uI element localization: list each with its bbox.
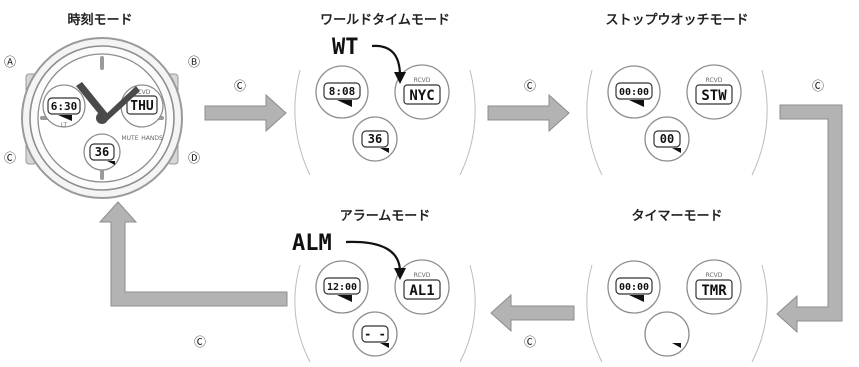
callout-alm-arrowhead-icon: [394, 268, 406, 280]
lcd-day: THU: [130, 99, 154, 114]
watch-timer: 00:00 RCVD TMR: [586, 259, 768, 363]
lcd-time-frame: [615, 82, 653, 100]
flow-label-3: Ⓒ: [812, 79, 824, 93]
case-right-arc: [459, 69, 476, 176]
button-c-label: Ⓒ: [4, 151, 16, 165]
flow-arrow-2: [487, 93, 570, 133]
lcd-seconds-frame: [361, 130, 389, 148]
watch-hands: [76, 82, 140, 124]
hour-hand-icon: [76, 82, 108, 118]
title-world-time: ワールドタイムモード: [320, 13, 450, 28]
case-right-arc: [459, 264, 476, 363]
mute-label: MUTE: [121, 135, 138, 142]
case-left-arc: [586, 264, 603, 363]
title-timekeeping: 時刻モード: [67, 12, 132, 28]
lcd-seconds: 00: [660, 132, 674, 146]
minute-hand-icon: [102, 86, 140, 122]
title-timer: タイマーモード: [631, 209, 722, 224]
lcd-city: NYC: [409, 88, 434, 104]
watch-world-time: 8:08 RCVD NYC 36: [294, 64, 476, 176]
case-left-arc: [586, 69, 603, 176]
lcd-day-frame: [126, 95, 158, 115]
lcd-mode-frame: [695, 84, 733, 105]
title-alarm: アラームモード: [340, 209, 431, 224]
flow-label-4: Ⓒ: [524, 335, 536, 349]
hand-pivot-icon: [96, 112, 108, 124]
lcd-sub-time: 00:00: [619, 87, 649, 98]
lcd-time-frame: [47, 97, 81, 115]
lcd-mode: AL1: [409, 283, 434, 299]
flow-label-2: Ⓒ: [524, 79, 536, 93]
lcd-time-frame: [323, 277, 361, 295]
lcd-sub-time: 6:30: [51, 100, 78, 113]
level-indicator-icon: [380, 148, 389, 153]
button-d-label: Ⓓ: [188, 151, 200, 165]
lt-label: LT: [61, 122, 68, 129]
lt-indicator-icon: [629, 295, 644, 302]
rcvd-label: RCVD: [134, 89, 151, 96]
lcd-seconds: - -: [364, 327, 386, 341]
flow-arrow-4: [490, 293, 575, 333]
lcd-sub-time: 12:00: [327, 282, 357, 293]
watch-alarm: 12:00 RCVD AL1 - -: [294, 259, 476, 363]
watch-timekeeping: 6:30 LT RCVD THU MUTE HANDS 36: [21, 37, 183, 199]
button-a-label: Ⓐ: [4, 55, 16, 69]
flow-arrow-5: [98, 201, 288, 307]
lt-indicator-icon: [337, 100, 352, 107]
lt-indicator-icon: [629, 100, 644, 107]
lcd-sub-time: 8:08: [329, 85, 356, 98]
lcd-seconds-frame: [89, 143, 115, 161]
callout-alm-arrow: [345, 240, 402, 273]
subdial-blank: [644, 311, 690, 357]
rcvd-label: RCVD: [706, 77, 723, 84]
level-indicator-icon: [672, 343, 681, 348]
case-left-arc: [294, 264, 311, 363]
callout-wt: WT: [332, 35, 359, 60]
callout-wt-arrow: [371, 44, 402, 77]
lcd-seconds-frame: [361, 325, 389, 343]
watch-stopwatch: 00:00 RCVD STW 00: [586, 64, 768, 176]
lcd-mode-frame: [695, 279, 733, 300]
lcd-mode: TMR: [701, 283, 727, 299]
callout-wt-arrowhead-icon: [394, 72, 406, 84]
rcvd-label: RCVD: [706, 272, 723, 279]
lcd-seconds: 36: [368, 132, 382, 146]
hands-label: HANDS: [141, 135, 163, 142]
flow-label-5: Ⓒ: [194, 335, 206, 349]
case-left-arc: [294, 69, 311, 176]
flow-arrow-1: [204, 93, 287, 133]
case-right-arc: [751, 264, 768, 363]
level-indicator-icon: [107, 161, 115, 165]
flow-label-1: Ⓒ: [234, 79, 246, 93]
level-indicator-icon: [380, 343, 389, 348]
lcd-city-frame: [403, 84, 441, 105]
rcvd-label: RCVD: [414, 77, 431, 84]
lcd-time-frame: [323, 82, 361, 100]
lcd-seconds-frame: [653, 130, 681, 148]
lcd-time-frame: [615, 277, 653, 295]
lt-indicator-icon: [58, 115, 72, 121]
rcvd-label: RCVD: [414, 272, 431, 279]
lcd-sub-time: 00:00: [619, 282, 649, 293]
lcd-mode-frame: [403, 279, 441, 300]
lcd-mode: STW: [701, 88, 727, 104]
button-b-label: Ⓑ: [188, 55, 200, 69]
lt-indicator-icon: [337, 295, 352, 302]
callout-alm: ALM: [292, 231, 332, 256]
flow-arrow-3: [776, 104, 843, 334]
title-stopwatch: ストップウオッチモード: [605, 13, 748, 28]
lcd-seconds: 36: [95, 145, 109, 159]
case-right-arc: [751, 69, 768, 176]
level-indicator-icon: [672, 148, 681, 153]
